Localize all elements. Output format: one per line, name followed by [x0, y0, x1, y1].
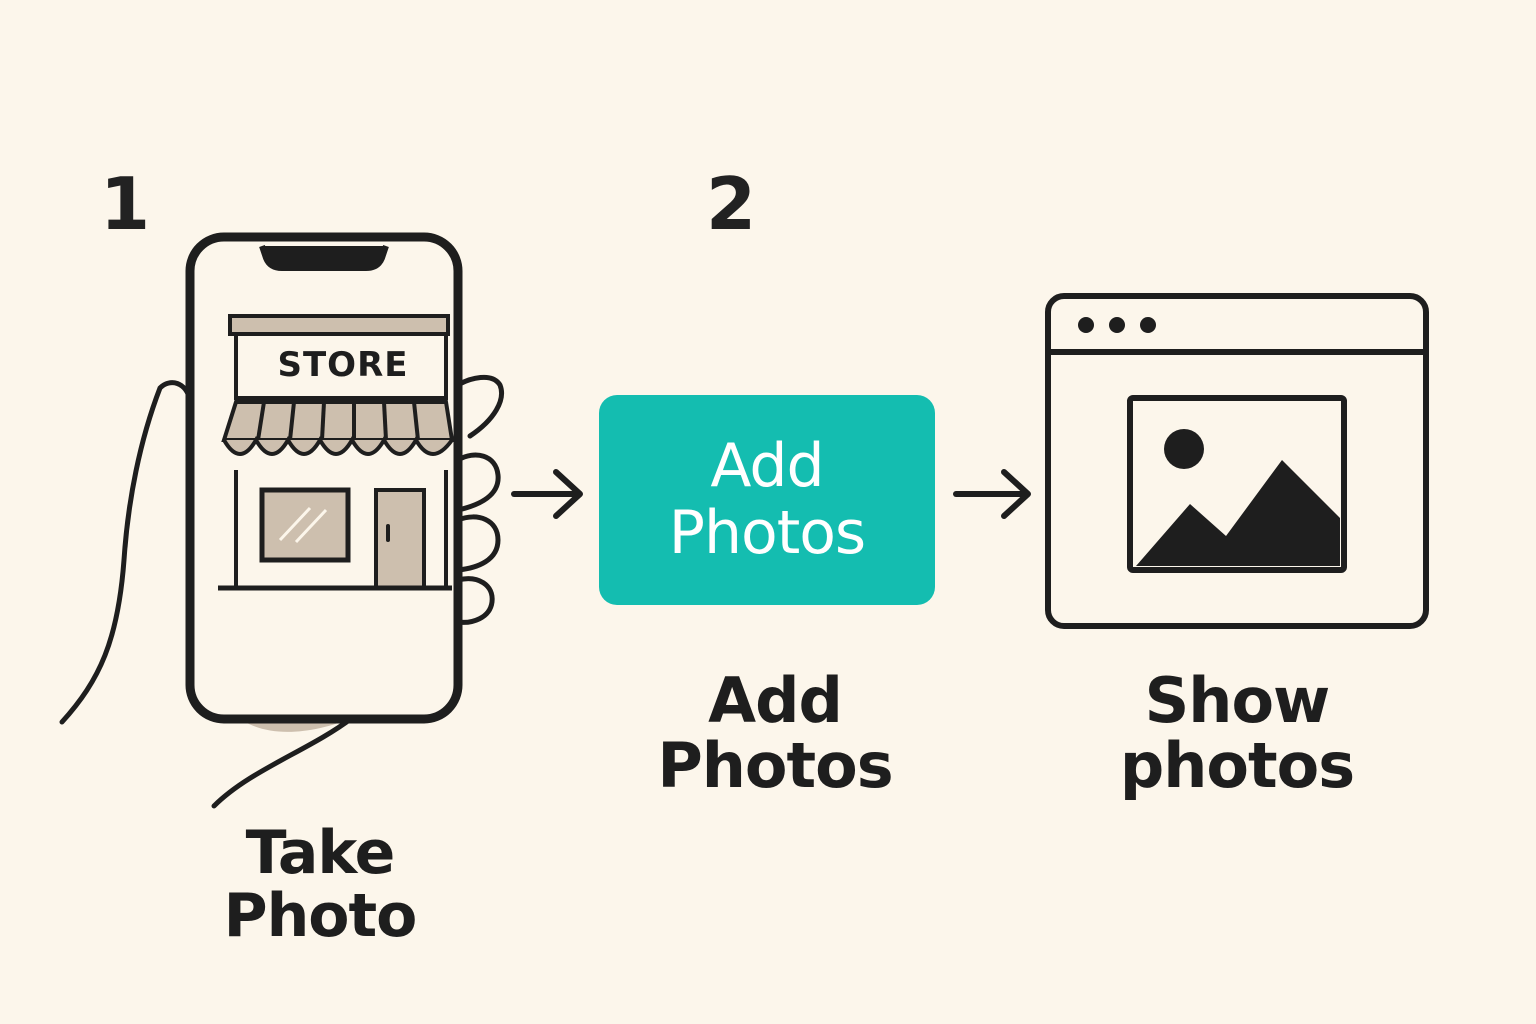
- step-3-label-line-2: photos: [1119, 729, 1355, 803]
- add-photos-button[interactable]: Add Photos: [599, 395, 935, 605]
- step-3-label: Show photos: [1062, 668, 1412, 798]
- arrow-right-icon: [953, 469, 1031, 519]
- step-1-number: 1: [100, 162, 151, 246]
- add-photos-button-line-2: Photos: [668, 498, 866, 568]
- smartphone-icon: [185, 232, 463, 724]
- image-icon: [1127, 395, 1347, 573]
- step-2-number: 2: [706, 162, 757, 246]
- step-2-label-line-2: Photos: [657, 729, 893, 803]
- arrow-right-icon: [511, 469, 583, 519]
- add-photos-button-line-1: Add: [710, 430, 824, 501]
- step-2-label: Add Photos: [600, 668, 950, 798]
- step-2-label-line-1: Add: [708, 664, 843, 737]
- step-3-label-line-1: Show: [1144, 664, 1331, 737]
- step-1-label: Take Photo: [223, 818, 418, 951]
- store-sign-text: STORE: [277, 345, 409, 385]
- storefront-icon: [218, 314, 455, 591]
